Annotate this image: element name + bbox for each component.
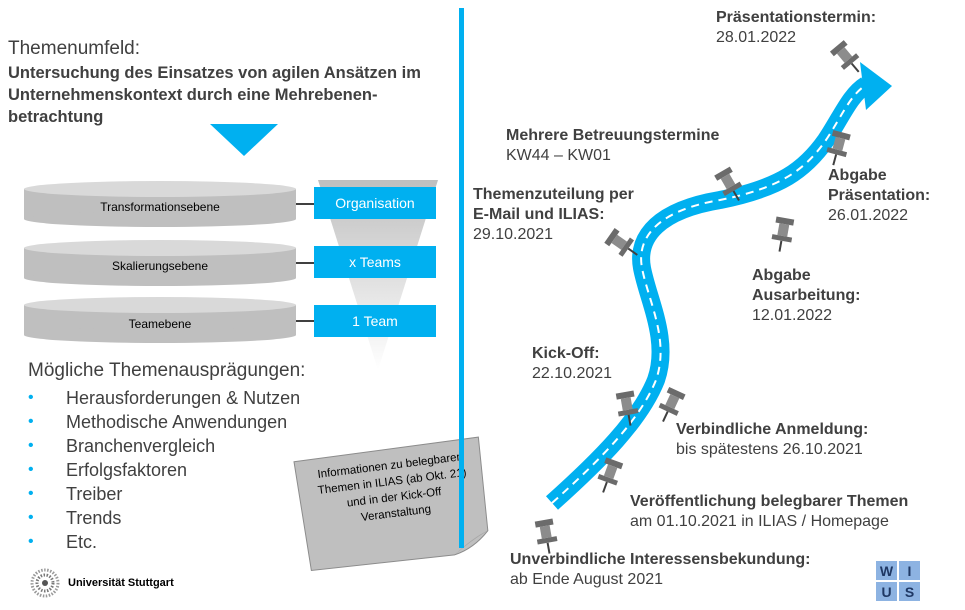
pushpin-icon xyxy=(534,518,558,554)
connector-line xyxy=(296,262,316,264)
pushpin-icon xyxy=(597,457,624,493)
milestone-title: E-Mail und ILIAS: xyxy=(473,206,605,223)
down-arrow-icon xyxy=(210,124,278,156)
university-logo: Universität Stuttgart xyxy=(30,568,174,598)
wius-logo-icon: W I U S xyxy=(876,561,920,601)
milestone-title: Präsentationstermin: xyxy=(716,9,877,26)
svg-text:W: W xyxy=(880,563,894,579)
connector-line xyxy=(296,203,316,205)
level-scope-organisation: Organisation xyxy=(314,187,436,219)
milestone-title: Kick-Off: xyxy=(532,345,600,362)
milestone-presentation: Präsentationstermin: 28.01.2022 xyxy=(716,8,876,48)
level-scope-x-teams: x Teams xyxy=(314,246,436,278)
pushpin-icon xyxy=(604,228,638,257)
milestone-date: ab Ende August 2021 xyxy=(510,571,664,588)
list-item: •Branchenvergleich xyxy=(28,436,216,456)
svg-text:U: U xyxy=(881,584,891,600)
list-item: •Herausforderungen & Nutzen xyxy=(28,388,301,408)
milestone-title: Themenzuteilung per xyxy=(473,186,634,203)
milestone-date: 26.01.2022 xyxy=(828,207,909,224)
pushpin-icon xyxy=(658,386,686,422)
svg-text:I: I xyxy=(908,563,912,579)
aspects-heading: Mögliche Themenausprägungen: xyxy=(28,360,306,381)
pushpin-icon xyxy=(771,216,795,252)
aspects-list: •Herausforderungen & Nutzen •Methodische… xyxy=(28,386,300,554)
university-emblem-icon xyxy=(30,568,60,598)
level-scope-1-team: 1 Team xyxy=(314,305,436,337)
milestone-kickoff: Kick-Off: 22.10.2021 xyxy=(532,344,612,384)
milestone-title: Mehrere Betreuungstermine xyxy=(506,127,720,144)
pushpin-icon xyxy=(615,390,639,426)
list-item: •Treiber xyxy=(28,484,123,504)
milestone-assignment: Themenzuteilung per E-Mail und ILIAS: 29… xyxy=(473,185,634,245)
pushpin-icon xyxy=(826,129,851,166)
info-note: Informationen zu belegbaren Themen in IL… xyxy=(292,435,495,575)
list-item: •Trends xyxy=(28,508,122,528)
milestone-title: Präsentation: xyxy=(828,187,931,204)
milestone-title: Abgabe xyxy=(752,267,811,284)
milestone-date: KW44 – KW01 xyxy=(506,147,611,164)
milestone-date: 22.10.2021 xyxy=(532,365,613,382)
connector-line xyxy=(296,320,316,322)
topic-title: Untersuchung des Einsatzes von agilen An… xyxy=(8,64,421,126)
cylinder-skalierung xyxy=(24,240,296,286)
milestone-date: bis spätestens 26.10.2021 xyxy=(676,441,863,458)
milestone-slides-submission: Abgabe Präsentation: 26.01.2022 xyxy=(828,166,930,226)
milestone-title: Unverbindliche Interessensbekundung: xyxy=(510,551,811,568)
university-name: Universität Stuttgart xyxy=(68,577,174,589)
milestone-title: Veröffentlichung belegbarer Themen xyxy=(630,493,909,510)
milestone-date: 29.10.2021 xyxy=(473,226,554,243)
road-arrowhead-icon xyxy=(860,62,892,110)
milestone-publication: Veröffentlichung belegbarer Themen am 01… xyxy=(630,492,908,532)
milestone-title: Ausarbeitung: xyxy=(752,287,861,304)
cylinder-transformation xyxy=(24,181,296,227)
level-name-transformation: Transformationsebene xyxy=(100,200,220,214)
milestone-title: Verbindliche Anmeldung: xyxy=(676,421,869,438)
topic-heading: Themenumfeld: xyxy=(8,38,141,59)
list-item: •Methodische Anwendungen xyxy=(28,412,288,432)
milestone-registration: Verbindliche Anmeldung: bis spätestens 2… xyxy=(676,420,868,460)
milestone-paper-submission: Abgabe Ausarbeitung: 12.01.2022 xyxy=(752,266,860,326)
milestone-date: 12.01.2022 xyxy=(752,307,833,324)
cylinder-team xyxy=(24,297,296,343)
level-name-team: Teamebene xyxy=(128,317,192,331)
list-item: •Erfolgsfaktoren xyxy=(28,460,188,480)
pushpin-icon xyxy=(714,166,743,202)
milestone-date: 28.01.2022 xyxy=(716,29,797,46)
svg-text:S: S xyxy=(905,584,914,600)
level-name-skalierung: Skalierungsebene xyxy=(111,259,209,273)
milestone-supervision: Mehrere Betreuungstermine KW44 – KW01 xyxy=(506,126,719,166)
list-item: •Etc. xyxy=(28,532,98,552)
milestone-date: am 01.10.2021 in ILIAS / Homepage xyxy=(630,513,889,530)
milestone-interest: Unverbindliche Interessensbekundung: ab … xyxy=(510,550,811,590)
pushpin-icon xyxy=(829,40,860,73)
milestone-title: Abgabe xyxy=(828,167,887,184)
vertical-divider xyxy=(459,8,464,548)
